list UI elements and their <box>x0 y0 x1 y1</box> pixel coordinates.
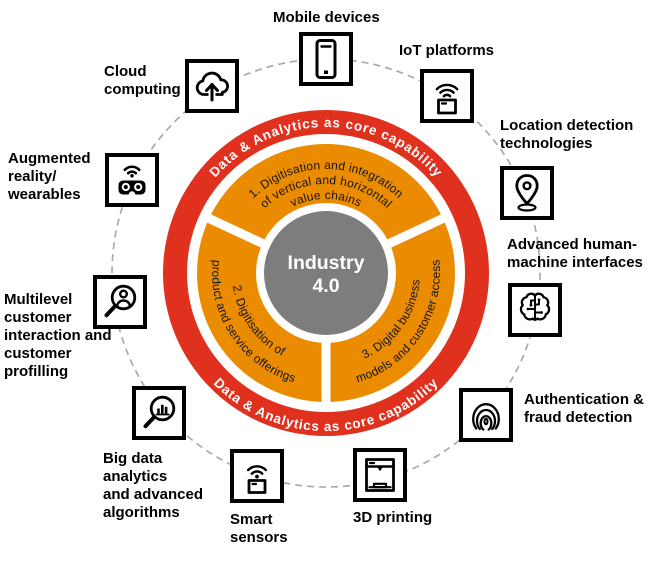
circuit-brain-icon <box>519 292 551 321</box>
tech-label-human-machine-interfaces: Advanced human- machine interfaces <box>507 236 643 271</box>
tech-icon-big-data-analytics <box>132 386 186 440</box>
tech-label-big-data-analytics: Big data analytics and advanced algorith… <box>103 450 204 521</box>
tech-icon-mobile-devices <box>299 32 353 86</box>
tech-label-authentication: Authentication & fraud detection <box>524 391 644 426</box>
tech-label-3d-printing: 3D printing <box>353 509 433 526</box>
fingerprint-icon <box>472 403 500 431</box>
segment-1-line-3: value chains <box>288 188 364 210</box>
tech-label-cloud-computing: Cloud computing <box>104 63 181 98</box>
tech-icon-customer-profiling <box>93 275 147 329</box>
center-title-line1: Industry <box>288 252 365 274</box>
center-circle <box>264 211 388 335</box>
3d-printer-icon <box>365 458 395 492</box>
smartphone-icon <box>315 39 337 79</box>
vr-goggles-wifi-icon <box>118 165 146 198</box>
segment-dividers <box>200 211 452 409</box>
magnifier-bar-chart-icon <box>143 395 176 429</box>
tech-icon-iot-platforms <box>420 69 474 123</box>
tech-label-iot-platforms: IoT platforms <box>399 42 495 59</box>
tech-label-augmented-reality: Augmented reality/ wearables <box>8 150 91 203</box>
tech-icon-human-machine-interfaces <box>508 283 562 337</box>
tech-label-customer-profiling: Multilevel customer interaction and cust… <box>4 291 112 380</box>
tech-label-location-detection: Location detection technologies <box>500 117 634 152</box>
center-title-line2: 4.0 <box>312 275 339 297</box>
wifi-box-icon <box>435 83 459 115</box>
cloud-upload-icon <box>195 71 229 105</box>
tech-icon-authentication <box>459 388 513 442</box>
tech-icon-3d-printing <box>353 448 407 502</box>
tech-icon-location-detection <box>500 166 554 220</box>
tech-label-smart-sensors: Smart sensors <box>230 511 288 546</box>
wifi-sensor-icon <box>247 465 267 494</box>
tech-icon-cloud-computing <box>185 59 239 113</box>
magnifier-person-icon <box>104 284 137 318</box>
tech-icon-smart-sensors <box>230 449 284 503</box>
map-pin-icon <box>515 174 539 212</box>
tech-icon-augmented-reality <box>105 153 159 207</box>
tech-label-mobile-devices: Mobile devices <box>273 9 380 26</box>
